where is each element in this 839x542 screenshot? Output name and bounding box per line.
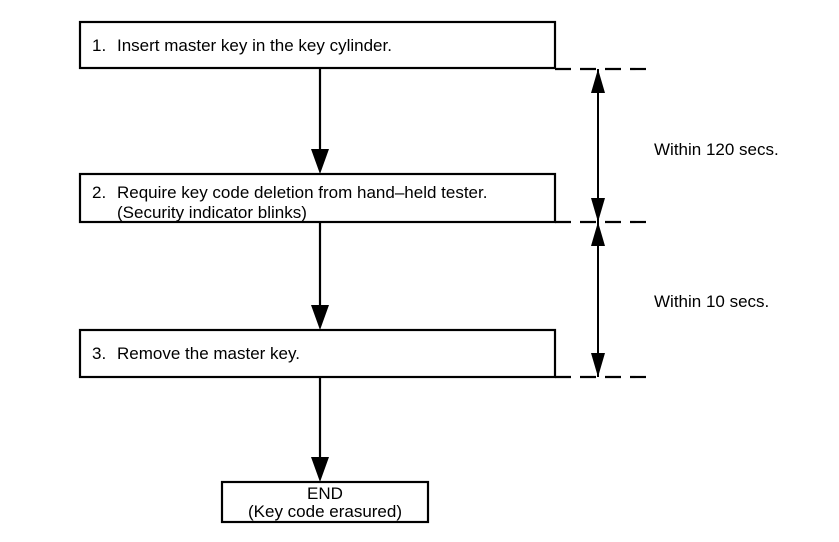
arrow-down-icon — [591, 353, 605, 377]
timing-dimension-10 — [591, 222, 605, 377]
connector-step3-end — [311, 377, 329, 482]
step-box-3-number: 3. — [92, 344, 106, 363]
end-terminator-box: END (Key code erasured) — [220, 480, 430, 524]
step-box-3-rect — [78, 328, 557, 379]
step-box-3-line1: Remove the master key. — [117, 344, 300, 363]
end-terminator-rect — [220, 480, 430, 524]
arrow-up-icon — [591, 69, 605, 93]
step-box-1-rect — [78, 20, 557, 70]
step-box-1-number: 1. — [92, 36, 106, 55]
arrow-down-icon — [591, 198, 605, 222]
timing-dimension-120 — [591, 69, 605, 222]
step-box-1-line1: Insert master key in the key cylinder. — [117, 36, 392, 55]
arrow-down-icon — [311, 457, 329, 482]
timing-label-120: Within 120 secs. — [654, 140, 779, 159]
arrow-down-icon — [311, 305, 329, 330]
step-box-2: 2. Require key code deletion from hand–h… — [78, 172, 557, 224]
step-box-1: 1. Insert master key in the key cylinder… — [78, 20, 557, 70]
arrow-down-icon — [311, 149, 329, 174]
step-box-2-line2: (Security indicator blinks) — [117, 203, 307, 222]
step-box-2-rect — [78, 172, 557, 224]
step-box-2-line1: Require key code deletion from hand–held… — [117, 183, 487, 202]
connector-step2-step3 — [311, 222, 329, 330]
end-terminator-line2: (Key code erasured) — [248, 502, 402, 521]
end-terminator-line1: END — [307, 484, 343, 503]
connector-step1-step2 — [311, 68, 329, 174]
arrow-up-icon — [591, 222, 605, 246]
step-box-3: 3. Remove the master key. — [78, 328, 557, 379]
step-box-2-number: 2. — [92, 183, 106, 202]
timing-label-10: Within 10 secs. — [654, 292, 769, 311]
